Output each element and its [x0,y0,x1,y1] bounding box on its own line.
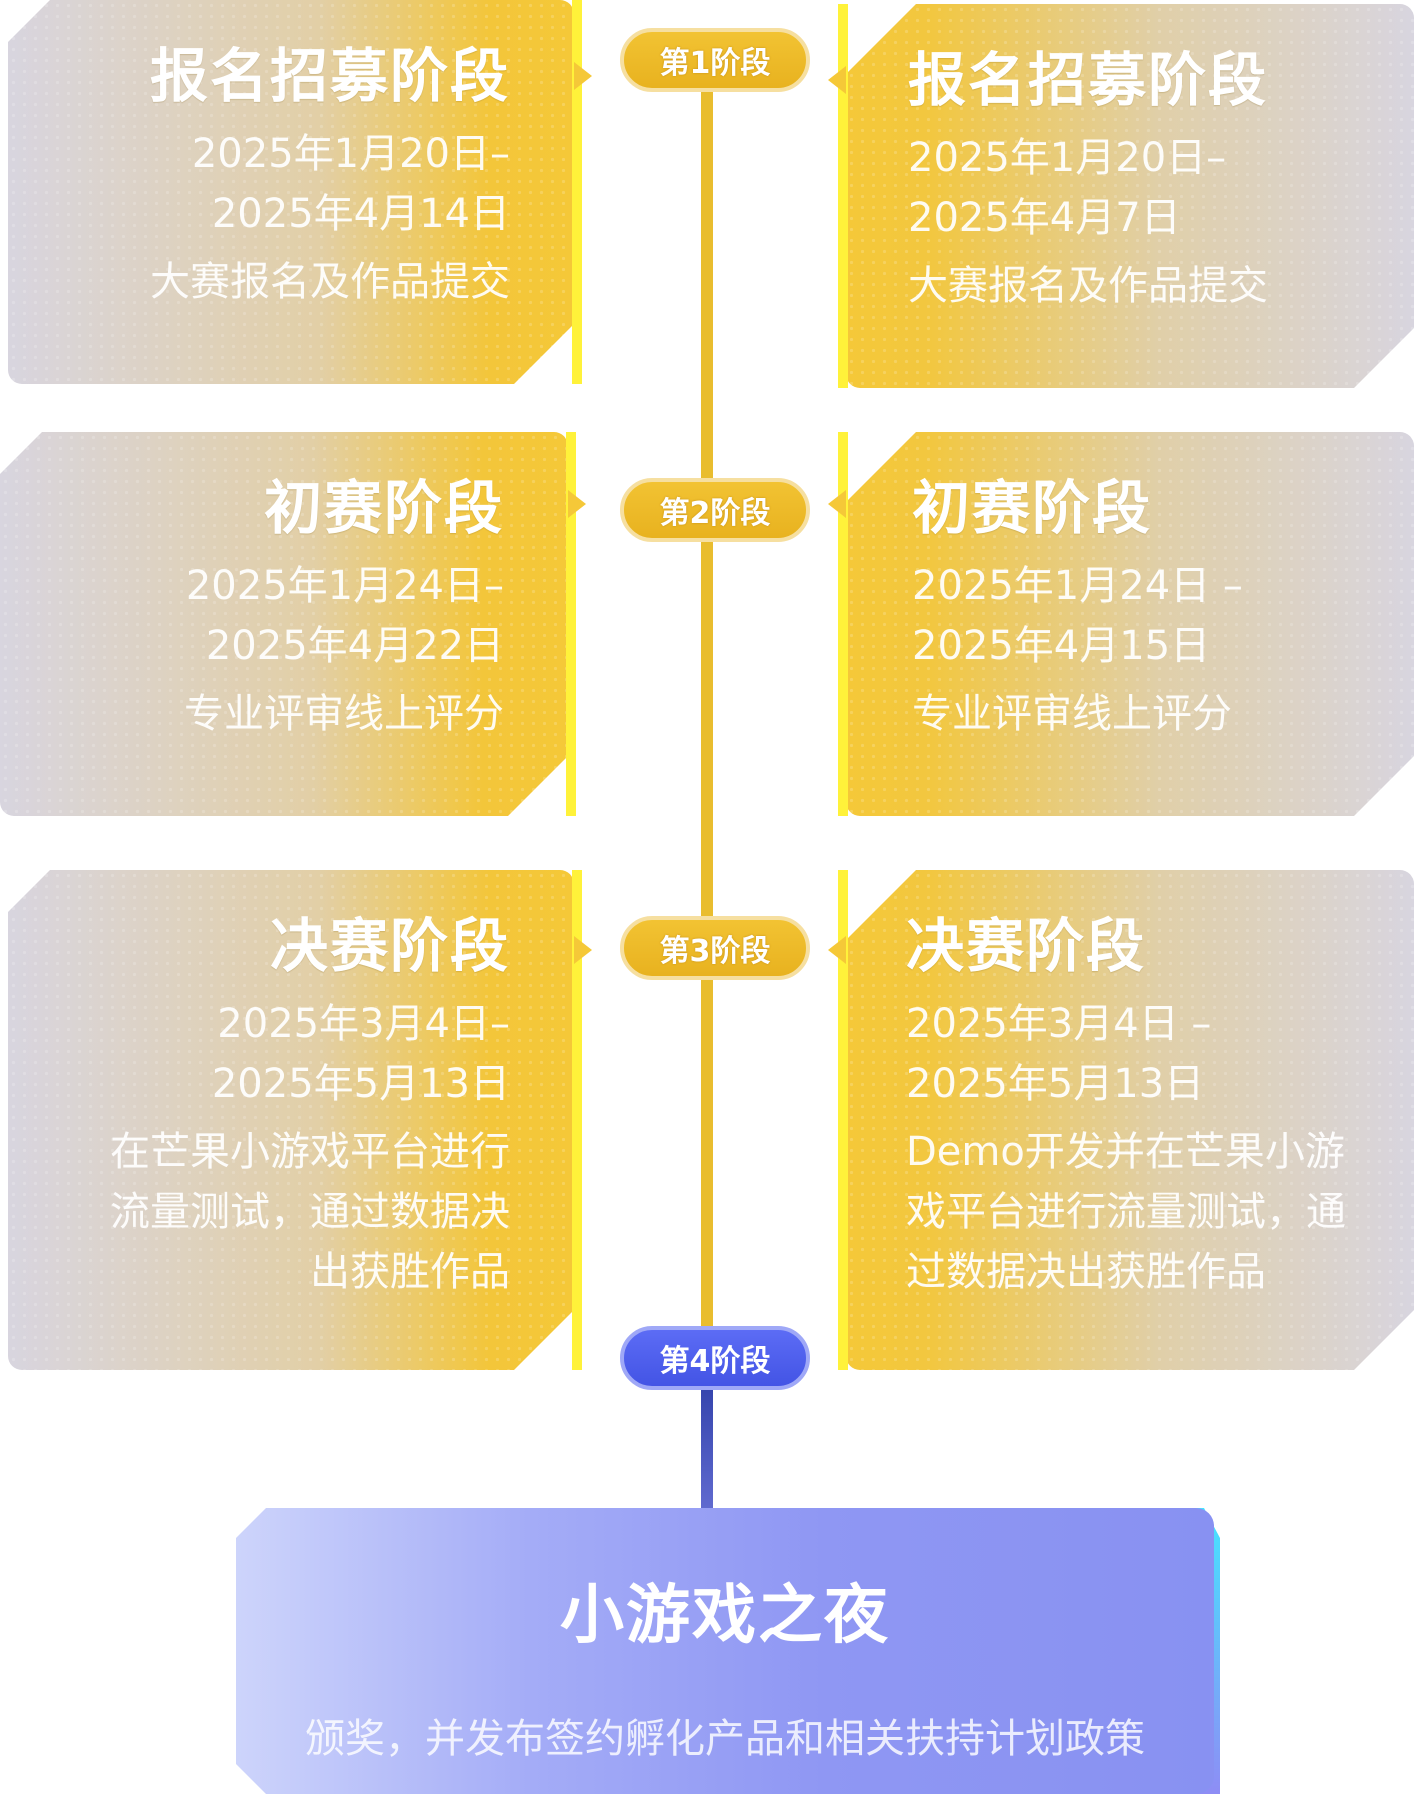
stage-badge-1: 第1阶段 [620,28,810,92]
left-card-prelim: 初赛阶段 2025年1月24日– 2025年4月22日 专业评审线上评分 [0,432,586,816]
card-title: 初赛阶段 [912,474,1153,542]
right-card-final: 决赛阶段 2025年3月4日 – 2025年5月13日 Demo开发并在芒果小游… [828,870,1414,1370]
card-desc: 专业评审线上评分 [184,690,504,737]
card-date-end: 2025年4月7日 [908,194,1181,241]
card-date-start: 2025年1月20日– [191,130,510,177]
card-title: 报名招募阶段 [149,42,510,110]
card-date-end: 2025年5月13日 [906,1060,1205,1107]
card-date-end: 2025年4月15日 [912,622,1211,669]
card-title: 决赛阶段 [269,912,510,980]
right-card-signup: 报名招募阶段 2025年1月20日– 2025年4月7日 大赛报名及作品提交 [828,4,1414,388]
left-card-final: 决赛阶段 2025年3月4日– 2025年5月13日 在芒果小游戏平台进行 流量… [8,870,592,1370]
finale-card: 小游戏之夜 颁奖，并发布签约孵化产品和相关扶持计划政策 [236,1508,1214,1794]
card-desc-line-1: Demo开发并在芒果小游 [906,1128,1345,1175]
card-desc: 专业评审线上评分 [912,690,1232,737]
card-date-start: 2025年1月24日– [185,562,504,609]
finale-title: 小游戏之夜 [560,1579,890,1653]
card-desc-line-2: 流量测试，通过数据决 [110,1188,510,1235]
left-card-signup: 报名招募阶段 2025年1月20日– 2025年4月14日 大赛报名及作品提交 [8,0,592,384]
card-title: 决赛阶段 [906,912,1147,980]
card-desc: 大赛报名及作品提交 [908,262,1268,309]
card-date-start: 2025年3月4日– [217,1000,510,1047]
card-desc: 大赛报名及作品提交 [150,258,510,305]
right-card-prelim: 初赛阶段 2025年1月24日 – 2025年4月15日 专业评审线上评分 [828,432,1414,816]
card-desc-line-2: 戏平台进行流量测试，通 [906,1188,1346,1235]
stage-badge-4: 第4阶段 [620,1326,810,1390]
card-date-start: 2025年1月24日 – [912,562,1243,609]
card-date-start: 2025年3月4日 – [906,1000,1212,1047]
card-title: 初赛阶段 [263,474,504,542]
timeline-line [701,80,713,1360]
card-date-end: 2025年5月13日 [211,1060,510,1107]
card-desc-line-3: 过数据决出获胜作品 [906,1248,1266,1295]
card-date-end: 2025年4月22日 [205,622,504,669]
card-date-start: 2025年1月20日– [908,134,1227,181]
stage-badge-2: 第2阶段 [620,478,810,542]
finale-desc: 颁奖，并发布签约孵化产品和相关扶持计划政策 [305,1716,1145,1762]
card-title: 报名招募阶段 [908,46,1269,114]
stage-badge-3: 第3阶段 [620,916,810,980]
card-desc-line-1: 在芒果小游戏平台进行 [110,1128,510,1175]
card-date-end: 2025年4月14日 [211,190,510,237]
card-desc-line-3: 出获胜作品 [310,1248,510,1295]
timeline-line-final [701,1370,713,1540]
